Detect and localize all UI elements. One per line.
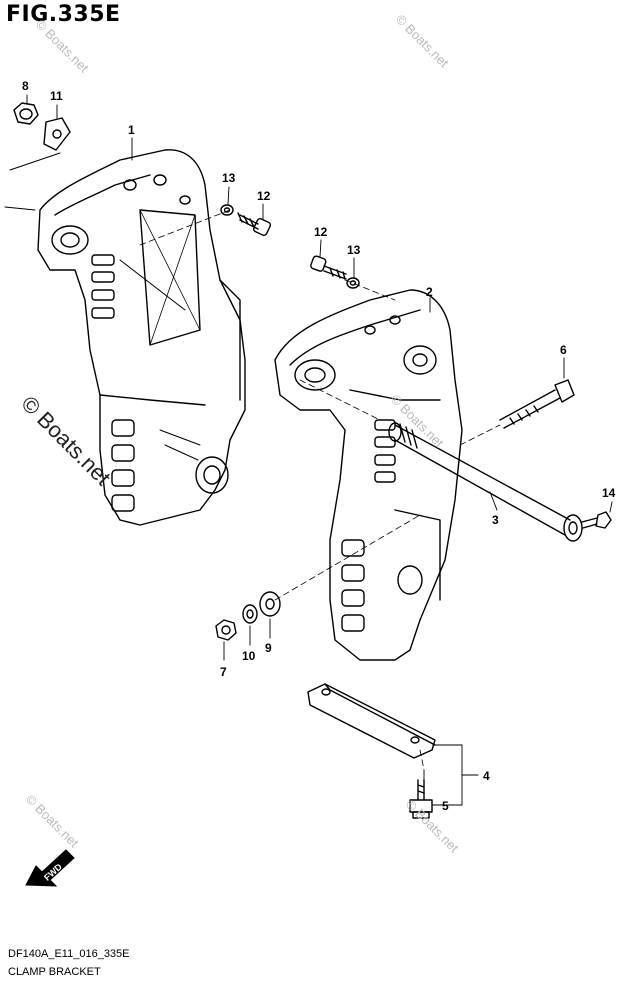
clamp-bracket-left (4, 149, 246, 526)
clamp-bracket-right (274, 289, 463, 661)
callout-8: 8 (22, 79, 29, 93)
bolt-6 (499, 379, 575, 429)
washer-13-upper (220, 204, 234, 216)
anode-4 (307, 683, 436, 759)
watermark-top-right: © Boats.net (393, 12, 452, 71)
fwd-arrow-icon: FWD (25, 849, 75, 887)
bolt-12-upper (237, 212, 272, 237)
bolt-12-middle (310, 255, 347, 280)
watermark-large: © Boats.net (16, 391, 115, 490)
callout-7: 7 (220, 665, 227, 679)
callout-6: 6 (560, 343, 567, 357)
washer-9 (259, 591, 281, 617)
callout-3: 3 (492, 513, 499, 527)
watermark-bottom-left: © Boats.net (23, 792, 82, 851)
callout-12-upper: 12 (257, 189, 271, 203)
callout-12-middle: 12 (314, 225, 328, 239)
figure-caption: CLAMP BRACKET (8, 966, 101, 978)
bolt-14 (581, 511, 612, 529)
washer-10 (242, 604, 258, 624)
callout-9: 9 (265, 641, 272, 655)
plate-11 (43, 117, 71, 151)
callout-2: 2 (426, 285, 433, 299)
washer-13-middle (346, 277, 360, 289)
bolt-5 (409, 779, 433, 819)
callout-11: 11 (50, 89, 63, 103)
tilt-shaft-3 (388, 422, 583, 542)
assembly-lines (139, 209, 501, 771)
reference-lines (26, 94, 613, 806)
callout-13-middle: 13 (347, 243, 361, 257)
watermark-top-left: © Boats.net (33, 17, 92, 76)
callout-14: 14 (602, 486, 616, 500)
nut-7 (215, 619, 237, 641)
callout-13-upper: 13 (222, 171, 236, 185)
callout-10: 10 (242, 649, 256, 663)
callout-4: 4 (483, 769, 490, 783)
callout-1: 1 (128, 123, 135, 137)
callout-5: 5 (442, 799, 449, 813)
figure-title: FIG.335E (6, 2, 121, 27)
nut-8 (13, 102, 39, 125)
figure-code: DF140A_E11_016_335E (8, 948, 130, 960)
